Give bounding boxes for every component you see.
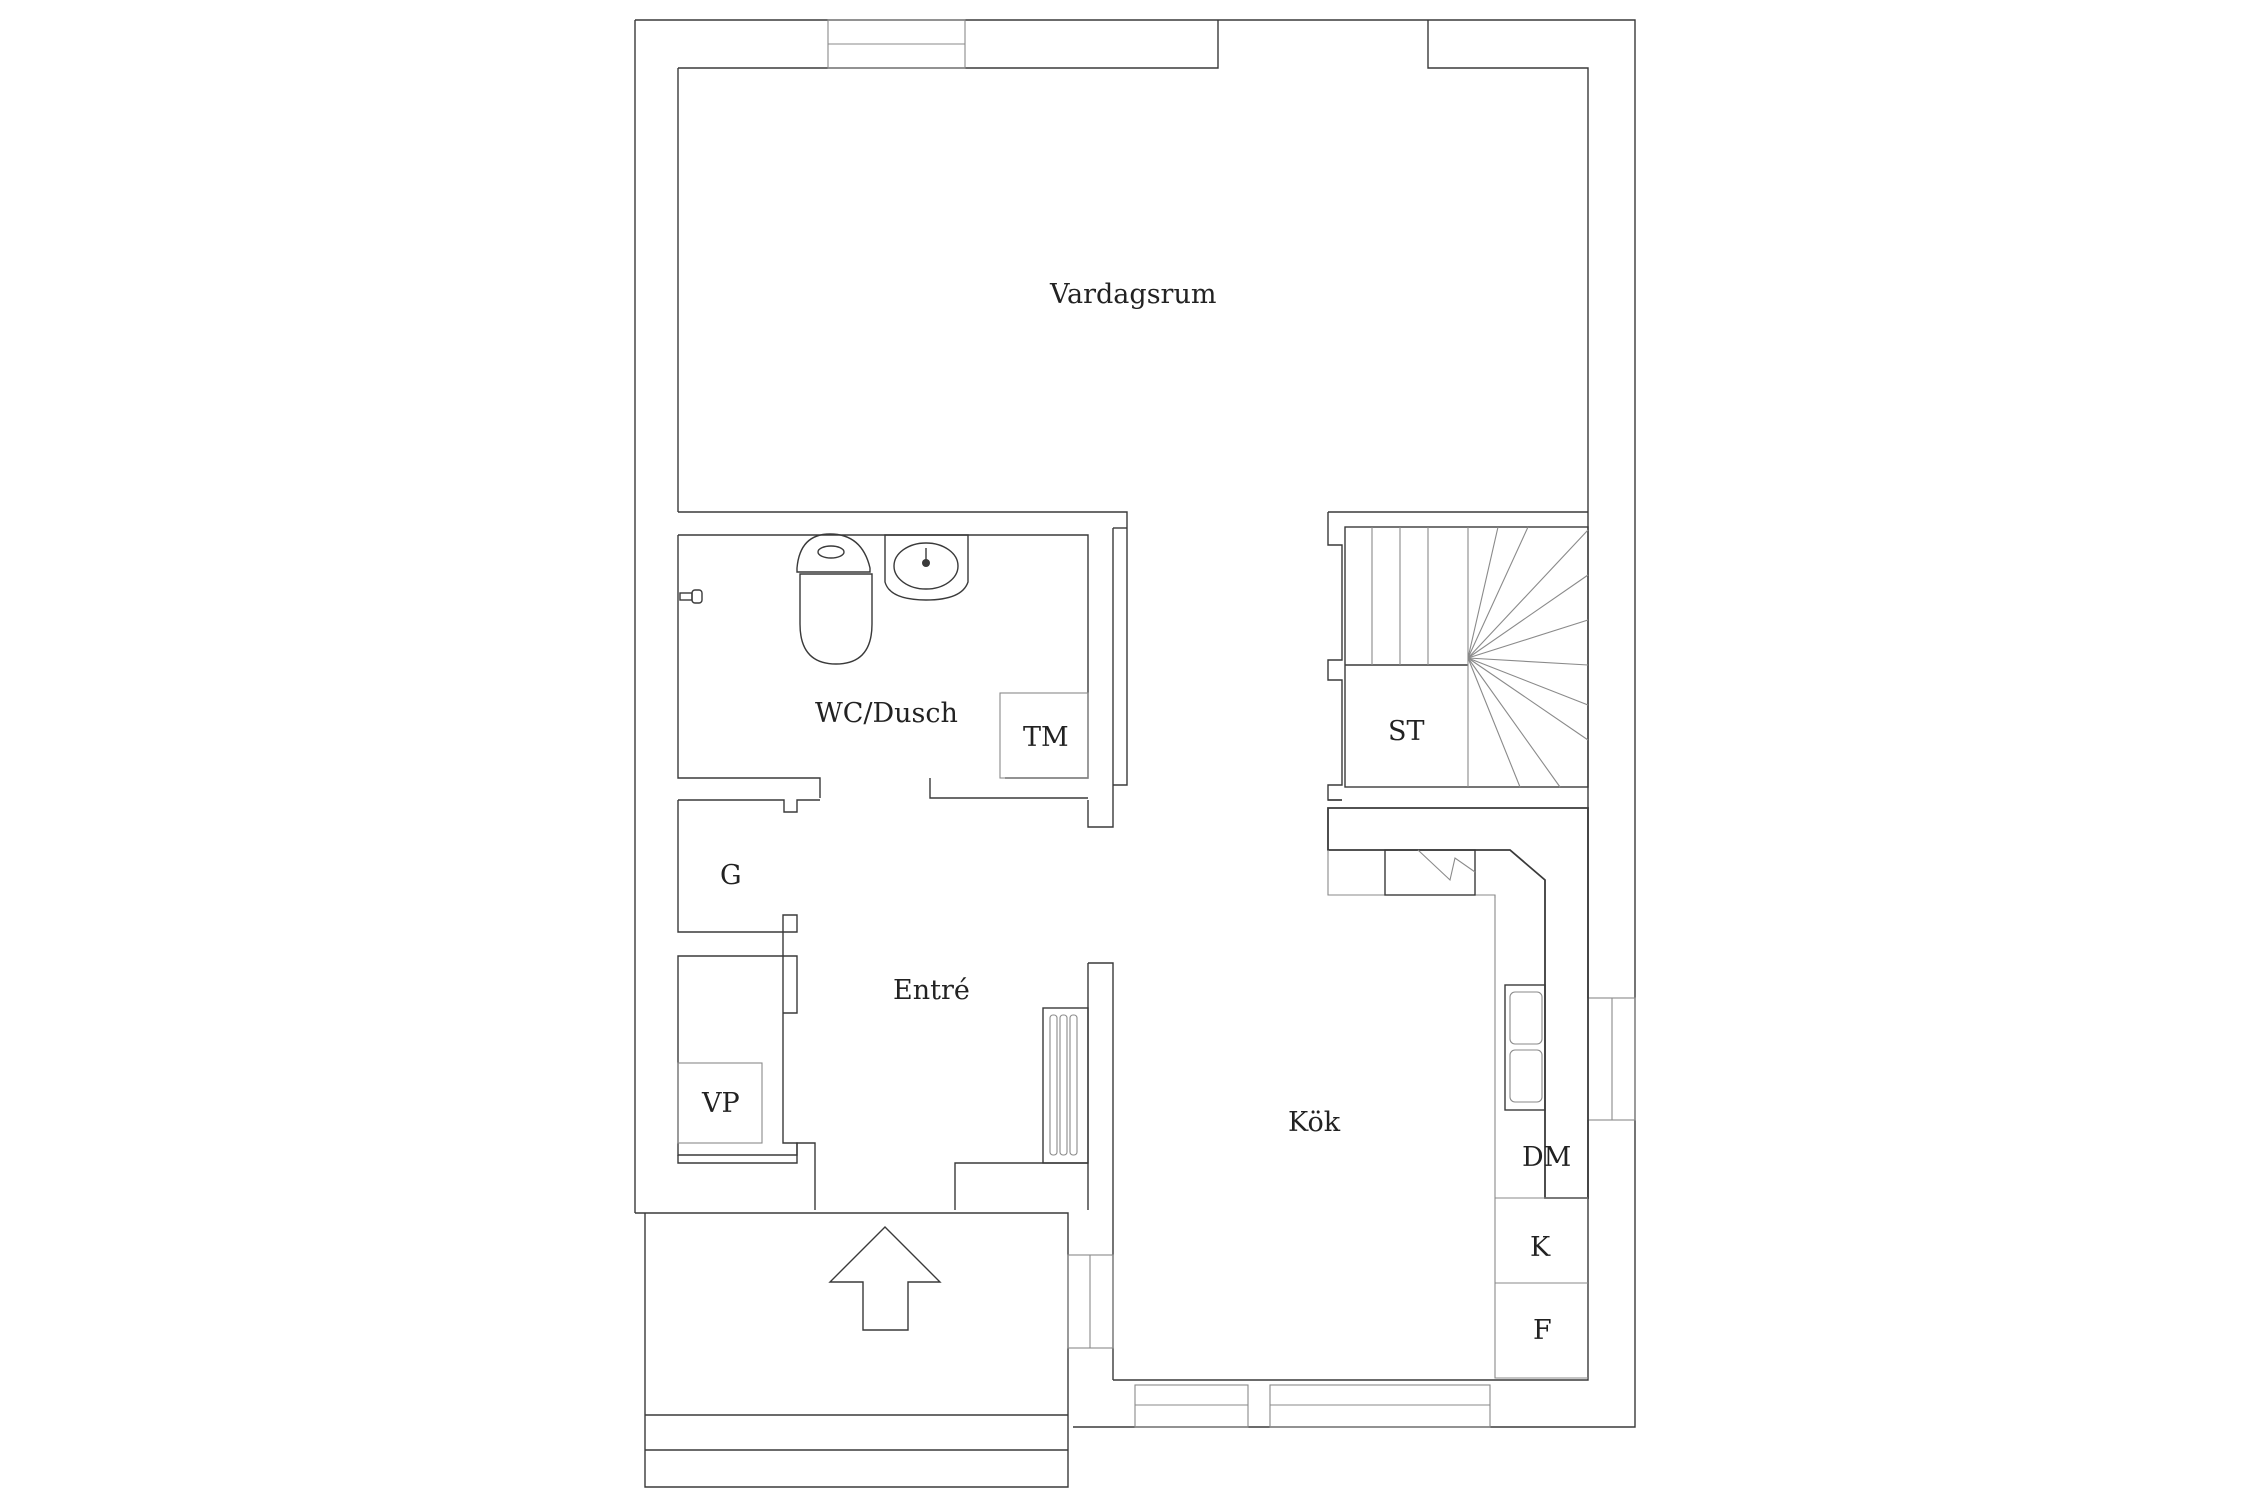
radiator-icon <box>1042 1007 1089 1164</box>
toilet-icon <box>796 533 873 665</box>
bathroom-walls <box>677 527 1127 828</box>
entrance-walls <box>677 799 1114 1380</box>
room-labels: Vardagsrum WC/Dusch TM ST G Entré VP Kök… <box>701 279 1571 1346</box>
double-sink-icon <box>1504 984 1546 1111</box>
label-tm: TM <box>1023 722 1069 753</box>
entrance-arrow-icon[interactable] <box>828 1226 942 1331</box>
porch <box>635 1212 1114 1488</box>
label-vardagsrum: Vardagsrum <box>1049 279 1216 310</box>
spiral-stair-icon <box>1467 526 1589 788</box>
label-vp: VP <box>701 1088 740 1119</box>
sink-icon <box>884 534 969 601</box>
label-st: ST <box>1388 716 1425 747</box>
living-room-partition <box>678 511 1588 801</box>
label-k: K <box>1530 1232 1551 1263</box>
label-dm: DM <box>1522 1142 1571 1173</box>
stove-hood-icon <box>1384 849 1476 896</box>
label-g: G <box>720 860 742 891</box>
outer-walls <box>634 19 1636 1428</box>
hook-icon <box>679 589 703 604</box>
label-entre: Entré <box>893 975 970 1006</box>
label-f: F <box>1533 1315 1552 1346</box>
label-wc-dusch: WC/Dusch <box>815 698 958 729</box>
label-kok: Kök <box>1288 1107 1341 1138</box>
staircase <box>1328 526 1589 801</box>
kitchen <box>1113 807 1636 1428</box>
